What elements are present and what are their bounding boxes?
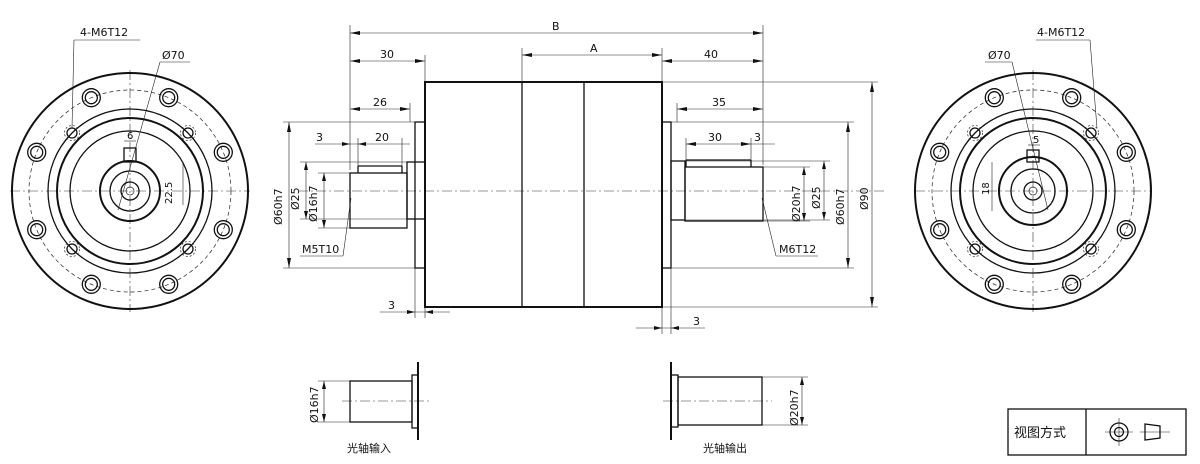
- left-thread-label: 4-M6T12: [80, 26, 128, 39]
- tapped-hole: [1083, 241, 1099, 257]
- dim-input-shaft: Ø16h7: [307, 185, 320, 222]
- bolt-hole: [1062, 88, 1082, 108]
- tapped-hole: [967, 125, 983, 141]
- detail-output-caption: 光轴输出: [703, 441, 747, 455]
- detail-output-dia: Ø20h7: [788, 389, 801, 426]
- dim-input-pilot: Ø60h7: [272, 188, 285, 225]
- right-pcd-label: Ø70: [988, 49, 1011, 62]
- dim-output-key-len: 35: [712, 96, 726, 109]
- dim-output-key-offset: 3: [754, 131, 761, 144]
- dim-overall: B: [552, 20, 560, 33]
- dim-input-len: 30: [380, 48, 394, 61]
- tapped-hole: [180, 125, 196, 141]
- bolt-hole: [81, 88, 101, 108]
- bolt-hole: [213, 220, 233, 240]
- bolt-hole: [27, 142, 47, 162]
- bolt-hole: [930, 142, 950, 162]
- tapped-hole: [64, 241, 80, 257]
- bolt-hole: [984, 88, 1004, 108]
- view-method-label: 视图方式: [1014, 425, 1066, 441]
- right-key-height: 18: [981, 182, 992, 195]
- right-key-width: 5: [1033, 135, 1039, 146]
- bolt-hole: [159, 274, 179, 294]
- left-key-height: 22.5: [164, 182, 175, 204]
- bolt-hole: [27, 220, 47, 240]
- dim-input-key-slot: 20: [375, 131, 389, 144]
- dim-input-key-len: 26: [373, 96, 387, 109]
- detail-input-shaft: Ø16h7 光轴输入: [308, 362, 430, 455]
- input-tap-label: M5T10: [302, 243, 339, 256]
- dim-output-key-slot: 30: [708, 131, 722, 144]
- left-key-width: 6: [127, 131, 133, 142]
- bolt-hole: [930, 220, 950, 240]
- first-angle-projection-icon: [1105, 418, 1170, 446]
- dim-left-flange-thk: 3: [388, 299, 395, 312]
- tapped-hole: [180, 241, 196, 257]
- detail-input-dia: Ø16h7: [308, 386, 321, 423]
- bolt-hole: [213, 142, 233, 162]
- detail-input-caption: 光轴输入: [347, 441, 391, 455]
- bolt-hole: [984, 274, 1004, 294]
- dim-body-dia: Ø90: [858, 187, 871, 210]
- bolt-hole: [159, 88, 179, 108]
- right-end-view: 4-M6T12 Ø70 5 18: [914, 26, 1152, 312]
- output-tap-label: M6T12: [779, 243, 816, 256]
- tapped-hole: [967, 241, 983, 257]
- dim-right-flange-thk: 3: [693, 315, 700, 328]
- dim-input-hub: Ø25: [289, 187, 302, 210]
- dim-output-shaft: Ø20h7: [790, 185, 803, 222]
- bolt-hole: [1116, 220, 1136, 240]
- bolt-hole: [1116, 142, 1136, 162]
- detail-output-shaft: Ø20h7 光轴输出: [663, 362, 808, 455]
- tapped-hole: [1083, 125, 1099, 141]
- bolt-hole: [81, 274, 101, 294]
- left-pcd-label: Ø70: [162, 49, 185, 62]
- bolt-hole: [1062, 274, 1082, 294]
- dim-body: A: [590, 42, 598, 55]
- dim-input-key-offset: 3: [316, 131, 323, 144]
- main-side-view: B A 30 40 26 35 3 20: [272, 20, 885, 334]
- left-end-view: 4-M6T12 Ø70 6 22.5: [10, 26, 250, 312]
- right-thread-label: 4-M6T12: [1037, 26, 1085, 39]
- dim-output-pilot: Ø60h7: [834, 188, 847, 225]
- dim-output-hub: Ø25: [810, 186, 823, 209]
- view-method-box: 视图方式: [1007, 408, 1187, 456]
- dim-output-len: 40: [704, 48, 718, 61]
